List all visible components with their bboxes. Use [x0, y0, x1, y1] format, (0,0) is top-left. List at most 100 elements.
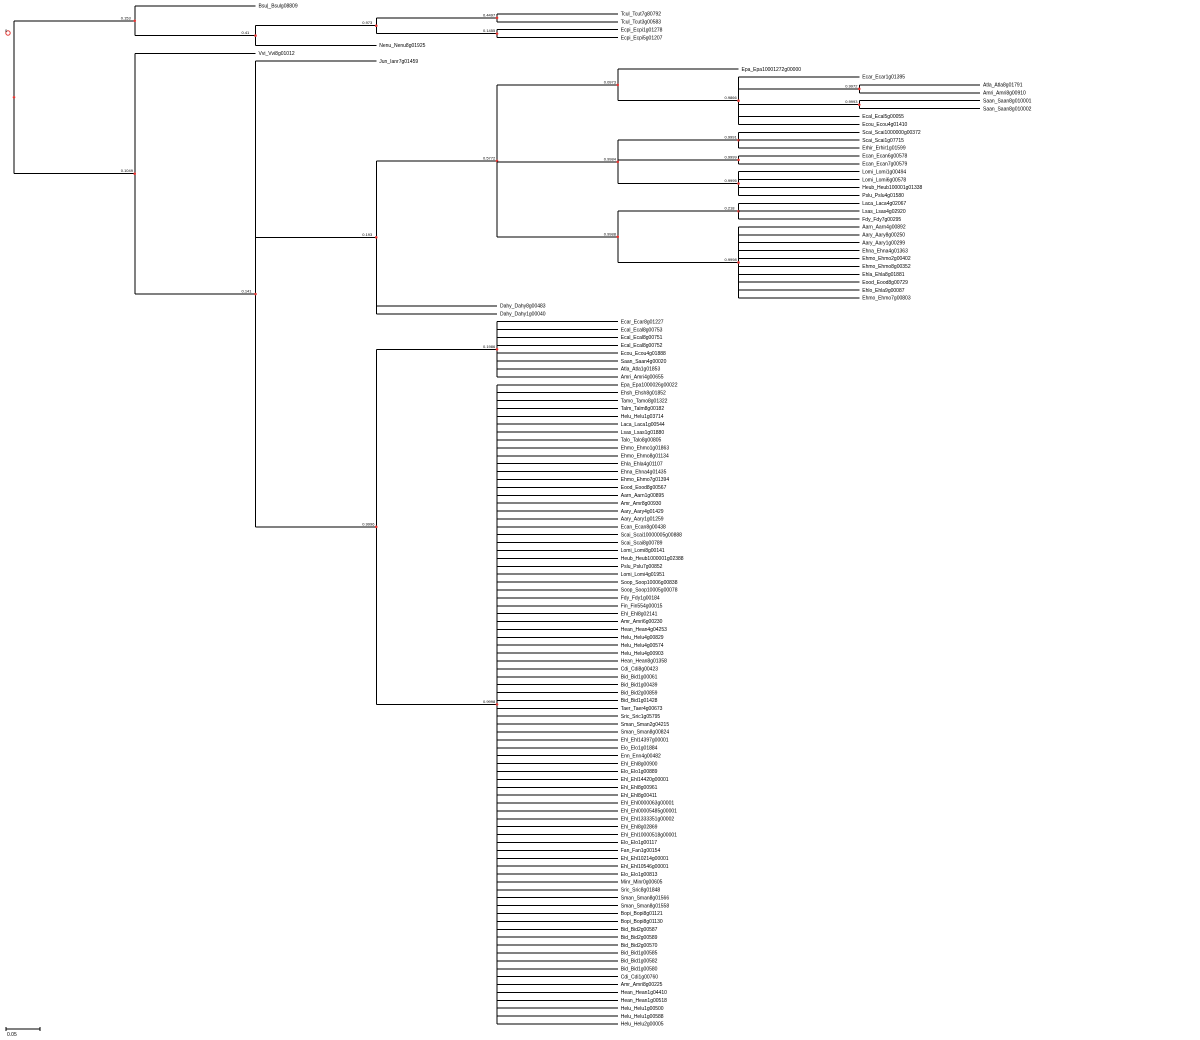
leaf-label: Helu_Helu4g00574: [621, 643, 664, 649]
node-marker: [737, 182, 740, 185]
leaf-label: Ecal_Ecal8g00753: [621, 327, 663, 333]
support-value: 0.9991: [725, 135, 738, 140]
leaf-label: Laca_Laca4g02067: [862, 201, 906, 207]
scale-bar-label: 0.05: [7, 1032, 17, 1038]
leaf-label: Laca_Laca1g00544: [621, 422, 665, 428]
leaf-label: Bid_Bid1g00580: [621, 966, 658, 972]
leaf-label: Vvi_Vvi8g01012: [259, 51, 295, 57]
node-marker: [857, 87, 861, 91]
leaf-label: Ehmo_Ehmo8g01134: [621, 454, 669, 460]
leaf-label: Amri_Amri8g00910: [983, 91, 1026, 97]
leaf-label: Ecou_Ecou4g01410: [862, 122, 907, 128]
leaf-label: Bsu|_Bsulg08809: [259, 4, 298, 10]
leaf-label: Minr_Minr0g00605: [621, 880, 663, 886]
node-marker: [737, 99, 740, 102]
leaf-label: Ehl_Ehl10546g00001: [621, 864, 669, 870]
scale-bar: 0.05: [5, 1027, 41, 1038]
leaf-label: Helu_Helu1g00588: [621, 1014, 664, 1020]
leaf-label: Amr_Amr8g00930: [621, 501, 662, 507]
leaf-label: Ehl_Ehl8g00900: [621, 761, 658, 767]
leaf-label: Bid_Bid2g00859: [621, 690, 658, 696]
leaf-label: Lomi_Lomi6g00578: [862, 177, 906, 183]
leaf-label: Dahy_Dahy8g00483: [500, 304, 546, 310]
node-marker: [374, 236, 378, 239]
leaf-label: Hean_Hean1g00518: [621, 998, 667, 1004]
support-value: 0.9993: [845, 99, 858, 104]
leaf-label: Ehl_Ehl8g02869: [621, 824, 658, 830]
leaf-label: Lsas_Lsas1g01880: [621, 430, 665, 436]
node-marker: [133, 19, 137, 23]
leaf-label: Atla_Atla1g01853: [621, 367, 661, 373]
leaf-label: Ecal_Ecal8g00752: [621, 343, 663, 349]
leaf-label: Aary_Aary8g00250: [862, 233, 905, 239]
leaf-label: Saan_Saan8g010001: [983, 98, 1032, 104]
leaf-label: Ehla_Ehla8g01881: [862, 272, 904, 278]
leaf-label: Fdy_Fdy7g00295: [862, 217, 901, 223]
leaf-label: Aarn_Aarn1g00895: [621, 493, 665, 499]
leaf-label: Amr_Amri8g00225: [621, 982, 663, 988]
support-value: 0.141: [242, 289, 253, 294]
node-marker: [616, 160, 620, 164]
leaf-label: Ehmo_Ehmo7g01394: [621, 477, 670, 483]
support-value: 0.0973: [604, 79, 617, 84]
leaf-label: Pslu_Pslu4g01580: [862, 193, 904, 199]
support-value: 0.9996: [362, 521, 375, 526]
leaf-label: Sman_Sman2g04215: [621, 722, 670, 728]
leaf-label: Ehl_Ehl8g00411: [621, 793, 658, 799]
support-value: 0.9988: [604, 231, 617, 236]
support-value: 0.41: [242, 30, 251, 35]
leaf-label: Ehsh_Ehsh8g01852: [621, 390, 666, 396]
leaf-label: Fan_Fan1g00154: [621, 848, 661, 854]
node-marker: [254, 34, 257, 37]
leaf-label: Epa_Epa1000026g00022: [621, 382, 678, 388]
leaf-label: Dahy_Dahy1g00040: [500, 311, 546, 317]
leaf-label: Ehl_Ehl10000518g00001: [621, 832, 677, 838]
leaf-label: Lomi_Lomi1g00494: [862, 169, 906, 175]
leaf-label: Aary_Aary1g00299: [862, 240, 905, 246]
support-value: 0.973: [362, 20, 373, 25]
leaf-label: Bid_Bid1g00582: [621, 959, 658, 965]
leaf-label: Nenu_Nenu8g01925: [379, 43, 425, 49]
support-value: 0.9998: [483, 699, 496, 704]
leaf-label: Ehl_Ehl14397g00001: [621, 738, 669, 744]
leaf-label: Ehl_Ehl0000063g00001: [621, 801, 675, 807]
leaf-label: Bid_Bid1g01428: [621, 698, 658, 704]
node-marker: [616, 83, 620, 87]
leaf-label: Lomi_Lomi4g01951: [621, 572, 665, 578]
leaf-label: Scai_Scai1000000g00372: [862, 130, 921, 136]
leaf-label: Enn_Enn4g00482: [621, 753, 661, 759]
node-marker: [495, 347, 499, 351]
leaf-label: Atla_Atla8g01791: [983, 83, 1023, 89]
leaf-label: Helu_Helu1g03714: [621, 414, 664, 420]
leaf-label: Saan_Saan4g00020: [621, 359, 667, 365]
support-value: 0.9984: [604, 156, 617, 161]
leaf-label: Elo_Elo1g00889: [621, 769, 658, 775]
leaf-label: Ehla_Ehla4g01107: [621, 461, 663, 467]
node-marker: [737, 261, 740, 264]
leaf-label: Helu_Helu1g00500: [621, 1006, 664, 1012]
leaf-label: Ehl_Ehl10214g00001: [621, 856, 669, 862]
leaf-label: Bid_Bid1g00585: [621, 951, 658, 957]
leaf-label: Ecpi_Ecpi5g01207: [621, 35, 663, 41]
node-marker: [12, 95, 16, 99]
leaf-label: Sric_Sric8g01848: [621, 888, 661, 894]
node-marker: [374, 24, 378, 28]
leaf-label: Ehl_Ehl8g02141: [621, 611, 658, 617]
leaf-label: Eood_Eood8g00567: [621, 485, 667, 491]
leaf-label: Bid_Bid2g00587: [621, 927, 658, 933]
leaf-label: Elo_Elo1g01884: [621, 745, 658, 751]
node-marker: [495, 32, 499, 35]
leaf-label: Fdy_Fdy1g00184: [621, 596, 660, 602]
leaf-label: Bid_Bid1g00061: [621, 674, 658, 680]
leaf-label: Epa_Epa10001272g00000: [742, 67, 802, 73]
node-marker: [857, 103, 861, 106]
leaf-label: Ecal_Ecal8g00751: [621, 335, 663, 341]
node-marker: [616, 235, 620, 239]
leaf-label: Sman_Sman8g01558: [621, 903, 670, 909]
leaf-label: Ecar_Ecar8g01227: [621, 319, 664, 325]
leaf-label: Ehlo_Ehla9g00087: [862, 288, 904, 294]
leaf-label: Amr_Amri6g00230: [621, 619, 663, 625]
leaf-label: Sman_Sman8g01566: [621, 895, 670, 901]
